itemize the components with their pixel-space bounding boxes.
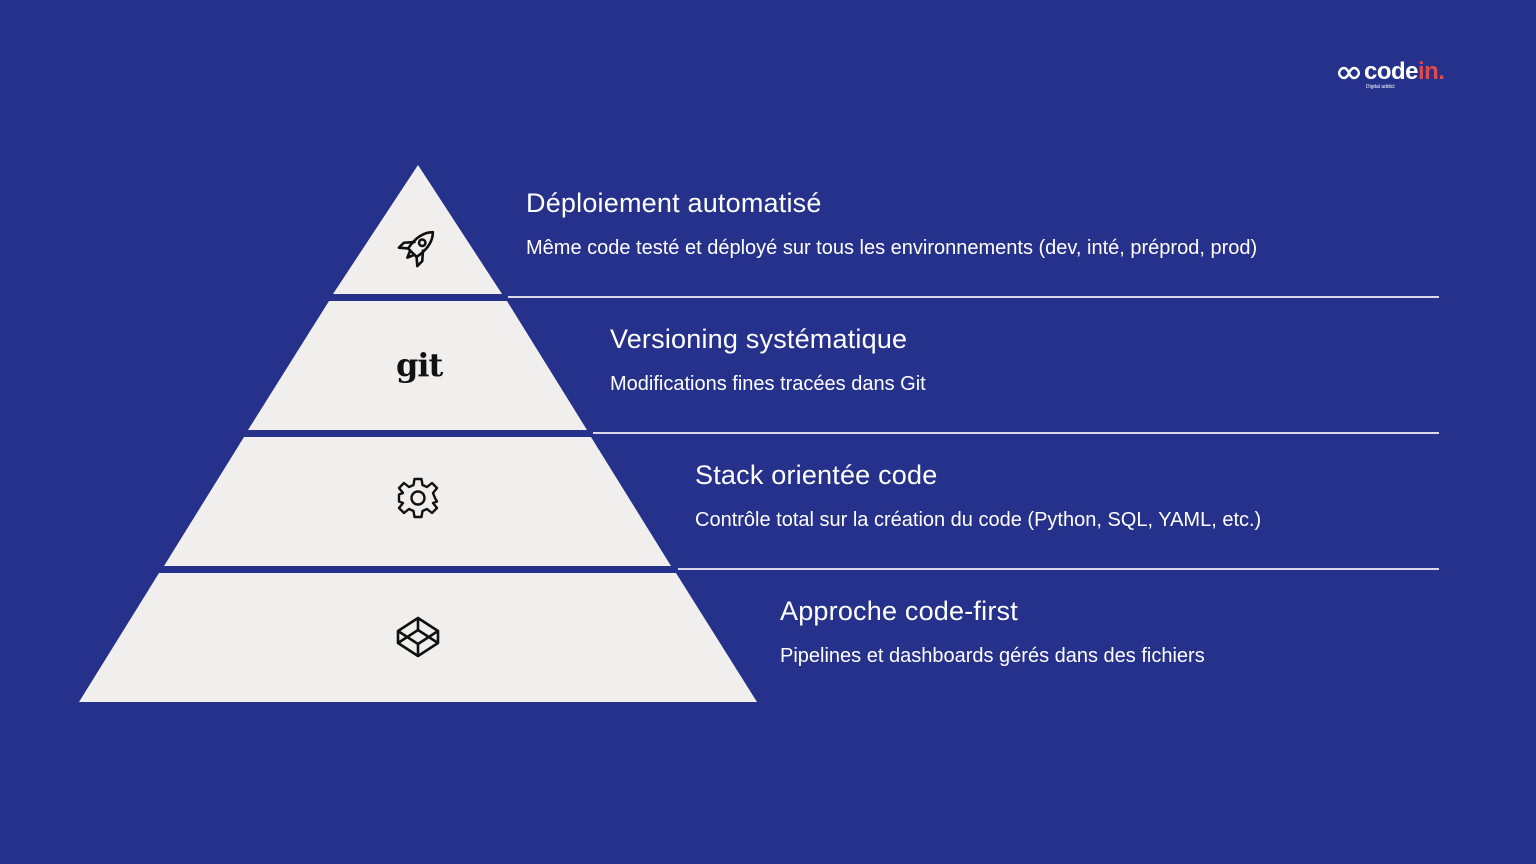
git-icon: git bbox=[396, 346, 443, 384]
tier-3-description: Contrôle total sur la création du code (… bbox=[695, 509, 1262, 531]
gear-icon bbox=[397, 477, 439, 519]
tier-1-title: Déploiement automatisé bbox=[526, 188, 822, 218]
tier-2-description: Modifications fines tracées dans Git bbox=[610, 373, 926, 395]
tier-3-text: Stack orientée code Contrôle total sur l… bbox=[695, 460, 1261, 532]
tier-4-text: Approche code-first Pipelines et dashboa… bbox=[780, 596, 1205, 668]
tier-4-description: Pipelines et dashboards gérés dans des f… bbox=[780, 645, 1205, 667]
pyramid-tier-4 bbox=[79, 573, 757, 702]
tier-1-description: Même code testé et déployé sur tous les … bbox=[526, 237, 1258, 259]
tier-3-divider bbox=[678, 568, 1439, 570]
logo-wordmark: codein. bbox=[1364, 58, 1445, 86]
tier-2-divider bbox=[593, 432, 1439, 434]
tier-1-text: Déploiement automatisé Même code testé e… bbox=[526, 188, 1257, 260]
tier-3-title: Stack orientée code bbox=[695, 460, 938, 490]
tier-4-title: Approche code-first bbox=[780, 596, 1018, 626]
pyramid-tier-2 bbox=[248, 301, 587, 430]
logo-word-part1: code bbox=[1364, 58, 1419, 85]
pyramid-tier-1 bbox=[333, 165, 502, 294]
infinity-logo-icon bbox=[1338, 66, 1360, 80]
rocket-icon bbox=[397, 230, 435, 268]
codepen-icon bbox=[396, 616, 440, 658]
tier-1-divider bbox=[508, 296, 1439, 298]
tier-2-text: Versioning systématique Modifications fi… bbox=[610, 324, 926, 396]
tier-2-title: Versioning systématique bbox=[610, 324, 908, 354]
logo-tagline: Digital addict bbox=[1366, 84, 1395, 90]
pyramid-tier-3 bbox=[164, 437, 671, 566]
brand-logo: codein. Digital addict bbox=[1338, 58, 1448, 94]
logo-word-part2: in. bbox=[1418, 58, 1445, 85]
